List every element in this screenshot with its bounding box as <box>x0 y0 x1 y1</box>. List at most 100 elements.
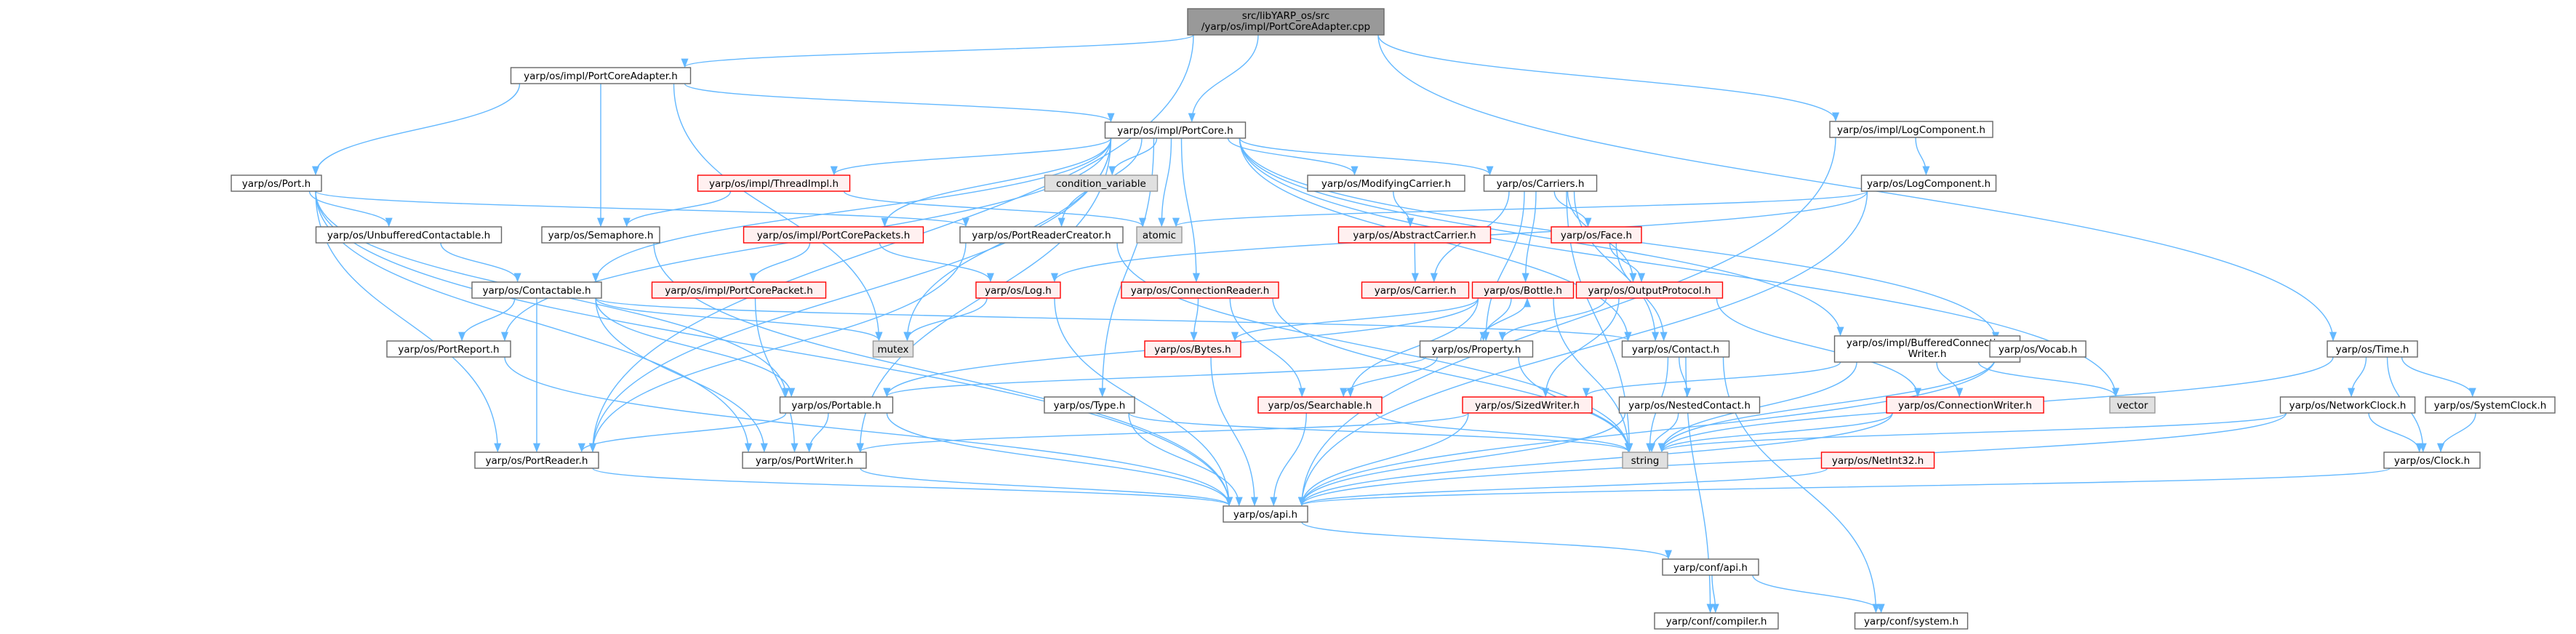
node-sizedwriter[interactable]: yarp/os/SizedWriter.h <box>1462 396 1593 414</box>
node-clock[interactable]: yarp/os/Clock.h <box>2383 452 2481 469</box>
node-label: yarp/os/ConnectionWriter.h <box>1898 400 2032 412</box>
node-box <box>1462 396 1593 414</box>
node-face[interactable]: yarp/os/Face.h <box>1551 226 1642 244</box>
edge-bottle-to-bytes <box>1231 297 1479 342</box>
node-box <box>1860 174 1997 192</box>
node-nestedcontact[interactable]: yarp/os/NestedContact.h <box>1618 396 1761 414</box>
node-time[interactable]: yarp/os/Time.h <box>2327 340 2418 358</box>
node-contact[interactable]: yarp/os/Contact.h <box>1621 340 1730 358</box>
node-box <box>1471 281 1575 299</box>
edge-portable-to-portreader <box>577 412 787 453</box>
node-label: yarp/os/Face.h <box>1561 230 1632 241</box>
edge-portcore-to-pcpackets <box>881 137 1112 228</box>
node-log[interactable]: yarp/os/Log.h <box>975 281 1061 299</box>
edge-pca_h-to-portcore <box>684 83 1115 123</box>
node-port[interactable]: yarp/os/Port.h <box>231 174 322 192</box>
node-connreader[interactable]: yarp/os/ConnectionReader.h <box>1121 281 1279 299</box>
edge-portable-to-portwriter <box>805 412 829 453</box>
node-box <box>975 281 1061 299</box>
node-bytes[interactable]: yarp/os/Bytes.h <box>1144 340 1241 358</box>
node-vocab[interactable]: yarp/os/Vocab.h <box>1989 340 2087 358</box>
node-label: src/libYARP_os/src <box>1242 10 1330 22</box>
node-carriers[interactable]: yarp/os/Carriers.h <box>1483 174 1598 192</box>
node-label: yarp/os/api.h <box>1233 509 1297 521</box>
node-portreader[interactable]: yarp/os/PortReader.h <box>474 452 599 469</box>
node-box <box>779 396 894 414</box>
node-box <box>1044 396 1135 414</box>
node-abscarrier[interactable]: yarp/os/AbstractCarrier.h <box>1337 226 1492 244</box>
node-modcarrier[interactable]: yarp/os/ModifyingCarrier.h <box>1307 174 1465 192</box>
edge-root-to-portcore <box>1188 34 1259 123</box>
edge-bottle-to-string <box>1553 297 1633 453</box>
node-networkclock[interactable]: yarp/os/NetworkClock.h <box>2279 396 2416 414</box>
node-box <box>651 281 827 299</box>
node-portreport[interactable]: yarp/os/PortReport.h <box>386 340 511 358</box>
node-box <box>541 226 660 244</box>
node-box <box>1886 396 2044 414</box>
node-label: yarp/os/NestedContact.h <box>1628 400 1751 412</box>
node-threadimpl[interactable]: yarp/os/impl/ThreadImpl.h <box>697 174 851 192</box>
edge-portcore-to-portreader <box>588 137 1112 453</box>
edge-netint32-to-api <box>1298 468 1828 507</box>
node-prcreator[interactable]: yarp/os/PortReaderCreator.h <box>959 226 1124 244</box>
node-systemclock[interactable]: yarp/os/SystemClock.h <box>2425 396 2556 414</box>
edge-vocab-to-api <box>1298 356 1996 507</box>
node-pca_h[interactable]: yarp/os/impl/PortCoreAdapter.h <box>510 67 692 84</box>
node-box <box>1829 121 1993 138</box>
node-label: yarp/os/Time.h <box>2336 344 2409 356</box>
node-compiler[interactable]: yarp/conf/compiler.h <box>1654 612 1779 630</box>
node-box <box>1654 612 1779 630</box>
node-box <box>1361 281 1470 299</box>
node-box <box>1662 558 1759 576</box>
node-box <box>1104 121 1247 139</box>
node-label: yarp/os/Clock.h <box>2394 455 2470 467</box>
node-box <box>1187 8 1385 36</box>
edge-pcpacket-to-portwriter <box>754 297 799 453</box>
node-netint32[interactable]: yarp/os/NetInt32.h <box>1820 452 1935 469</box>
node-portwriter[interactable]: yarp/os/PortWriter.h <box>742 452 867 469</box>
node-portable[interactable]: yarp/os/Portable.h <box>779 396 894 414</box>
node-system[interactable]: yarp/conf/system.h <box>1854 612 1969 630</box>
node-outproto[interactable]: yarp/os/OutputProtocol.h <box>1575 281 1724 299</box>
node-contactable[interactable]: yarp/os/Contactable.h <box>471 281 602 299</box>
edge-root-to-pca_h <box>681 34 1194 68</box>
node-label: yarp/os/impl/PortCorePackets.h <box>757 230 911 241</box>
edge-unbuffered-to-contactable <box>440 242 521 283</box>
node-semaphore[interactable]: yarp/os/Semaphore.h <box>541 226 660 244</box>
nodes-layer: src/libYARP_os/src/yarp/os/impl/PortCore… <box>231 8 2556 630</box>
edge-contactable-to-contact <box>595 297 1631 342</box>
node-label: yarp/os/Carriers.h <box>1497 178 1585 190</box>
node-portcore[interactable]: yarp/os/impl/PortCore.h <box>1104 121 1247 139</box>
node-pcpacket[interactable]: yarp/os/impl/PortCorePacket.h <box>651 281 827 299</box>
node-logcomp_impl[interactable]: yarp/os/impl/LogComponent.h <box>1829 121 1993 138</box>
node-box <box>1121 281 1279 299</box>
node-type[interactable]: yarp/os/Type.h <box>1044 396 1135 414</box>
node-label: yarp/os/Port.h <box>242 178 311 190</box>
node-unbuffered[interactable]: yarp/os/UnbufferedContactable.h <box>315 226 503 244</box>
node-label: yarp/os/Semaphore.h <box>548 230 654 241</box>
node-box <box>1618 396 1761 414</box>
node-logcomp[interactable]: yarp/os/LogComponent.h <box>1860 174 1997 192</box>
node-box <box>1483 174 1598 192</box>
node-box <box>315 226 503 244</box>
node-label: yarp/os/PortReaderCreator.h <box>972 230 1111 241</box>
node-label: yarp/os/LogComponent.h <box>1867 178 1991 190</box>
node-searchable[interactable]: yarp/os/Searchable.h <box>1257 396 1383 414</box>
node-box <box>1551 226 1642 244</box>
node-label: yarp/os/Portable.h <box>791 400 881 412</box>
node-property[interactable]: yarp/os/Property.h <box>1419 340 1534 358</box>
node-api[interactable]: yarp/os/api.h <box>1223 505 1308 523</box>
node-carrier[interactable]: yarp/os/Carrier.h <box>1361 281 1470 299</box>
node-label: yarp/os/Contact.h <box>1632 344 1719 356</box>
node-box <box>2327 340 2418 358</box>
node-connwriter[interactable]: yarp/os/ConnectionWriter.h <box>1886 396 2044 414</box>
node-root: src/libYARP_os/src/yarp/os/impl/PortCore… <box>1187 8 1385 36</box>
edge-time-to-systemclock <box>2401 356 2476 398</box>
node-pcpackets[interactable]: yarp/os/impl/PortCorePackets.h <box>743 226 924 244</box>
node-bottle[interactable]: yarp/os/Bottle.h <box>1471 281 1575 299</box>
node-box <box>1833 335 2021 363</box>
node-confapi[interactable]: yarp/conf/api.h <box>1662 558 1759 576</box>
node-box <box>2109 396 2156 414</box>
